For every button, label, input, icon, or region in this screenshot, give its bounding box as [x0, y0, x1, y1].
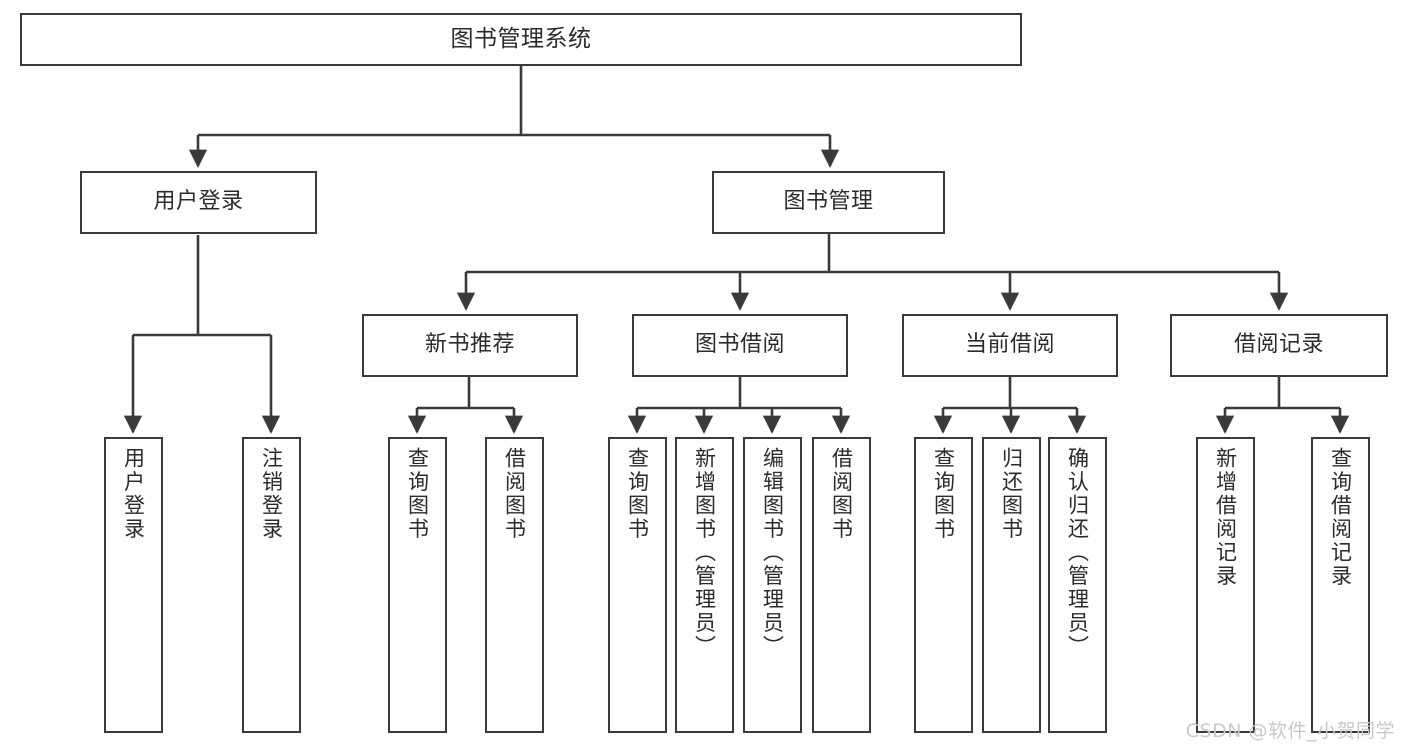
node-book-borrow[interactable]: 图书借阅 [632, 314, 848, 377]
node-label: 图书借阅 [694, 332, 785, 358]
node-label: 查询图书 [931, 447, 956, 541]
node-label: 当前借阅 [964, 332, 1055, 358]
node-label: 查询图书 [625, 447, 650, 541]
node-label: 查询图书 [405, 447, 430, 541]
node-label: 编辑图书（管理员） [760, 447, 785, 659]
csdn-watermark: CSDN @软件_小贺同学 [1185, 720, 1395, 742]
node-user-login[interactable]: 用户登录 [80, 171, 317, 234]
node-label: 借阅图书 [829, 447, 854, 541]
node-label: 用户登录 [121, 447, 146, 541]
node-borrow-record[interactable]: 借阅记录 [1170, 314, 1388, 377]
node-label: 新增图书（管理员） [692, 447, 717, 659]
node-label: 新书推荐 [424, 332, 515, 358]
node-label: 借阅图书 [502, 447, 527, 541]
leaf-user-login-logout[interactable]: 注销登录 [242, 437, 301, 733]
node-label: 图书管理 [783, 189, 874, 215]
node-new-book-recommend[interactable]: 新书推荐 [362, 314, 578, 377]
leaf-book-borrow-add-book-admin[interactable]: 新增图书（管理员） [675, 437, 734, 733]
node-label: 新增借阅记录 [1213, 447, 1238, 588]
node-book-management[interactable]: 图书管理 [712, 171, 945, 234]
node-label: 借阅记录 [1233, 332, 1324, 358]
leaf-borrow-record-add-record[interactable]: 新增借阅记录 [1196, 437, 1255, 733]
leaf-book-borrow-borrow-book[interactable]: 借阅图书 [812, 437, 871, 733]
leaf-current-borrow-confirm-return-admin[interactable]: 确认归还（管理员） [1048, 437, 1107, 733]
leaf-current-borrow-return-book[interactable]: 归还图书 [982, 437, 1041, 733]
node-label: 确认归还（管理员） [1065, 447, 1090, 659]
leaf-new-book-query-book[interactable]: 查询图书 [388, 437, 447, 733]
leaf-current-borrow-query-book[interactable]: 查询图书 [914, 437, 973, 733]
node-label: 注销登录 [259, 447, 284, 541]
leaf-new-book-borrow-book[interactable]: 借阅图书 [485, 437, 544, 733]
node-current-borrow[interactable]: 当前借阅 [902, 314, 1118, 377]
leaf-borrow-record-query-record[interactable]: 查询借阅记录 [1311, 437, 1370, 733]
node-label: 查询借阅记录 [1328, 447, 1353, 588]
node-root-book-management-system[interactable]: 图书管理系统 [20, 13, 1022, 66]
leaf-book-borrow-query-book[interactable]: 查询图书 [608, 437, 667, 733]
node-label: 图书管理系统 [450, 25, 592, 52]
leaf-user-login-login[interactable]: 用户登录 [104, 437, 163, 733]
node-label: 用户登录 [153, 189, 244, 215]
node-label: 归还图书 [999, 447, 1024, 541]
leaf-book-borrow-edit-book-admin[interactable]: 编辑图书（管理员） [743, 437, 802, 733]
